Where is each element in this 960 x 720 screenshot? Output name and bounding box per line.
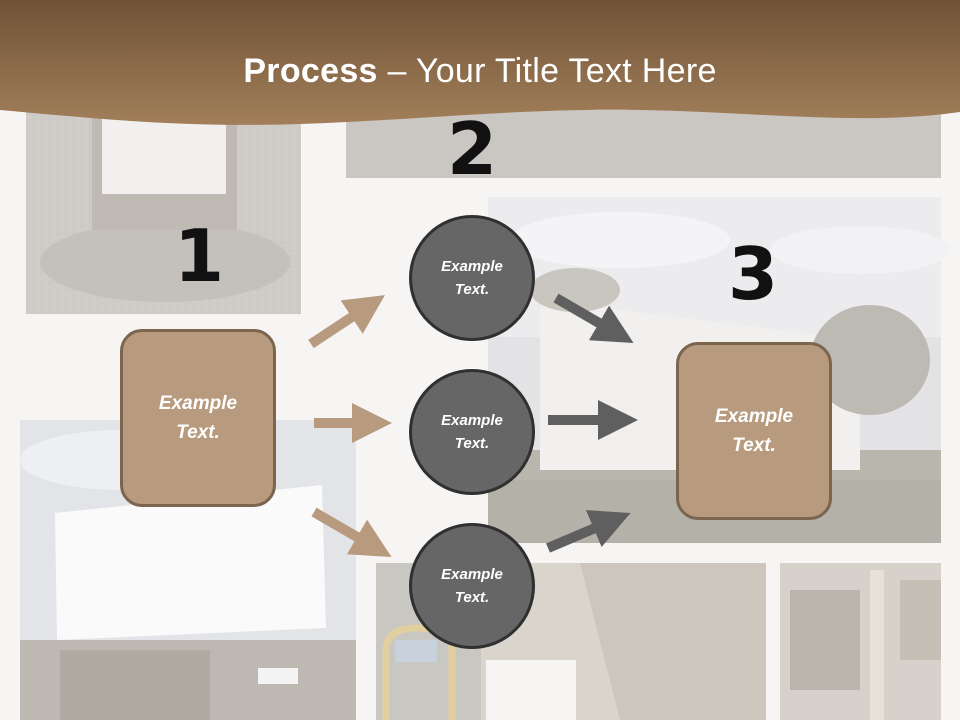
step-box-1: Example Text.: [120, 329, 276, 507]
photo-building: [780, 563, 941, 720]
step-number-2: 2: [446, 107, 498, 191]
photo-kiosk: [26, 110, 301, 314]
middle-node-middle: Example Text.: [409, 369, 535, 495]
arrow-bottom-to-box3: [546, 510, 631, 553]
title-rest: – Your Title Text Here: [377, 52, 717, 90]
middle-node-top: Example Text.: [409, 215, 535, 341]
step-number-1: 1: [173, 214, 225, 298]
step-number-3: 3: [727, 232, 779, 316]
header-banner: [0, 0, 960, 125]
photo-strip-top: [346, 110, 941, 178]
step-box-3: Example Text.: [676, 342, 832, 520]
slide-title: Process – Your Title Text Here: [0, 52, 960, 91]
title-bold: Process: [243, 52, 378, 90]
arrow-top-to-box3: [553, 293, 634, 344]
middle-node-bottom: Example Text.: [409, 523, 535, 649]
arrow-box1-to-top: [308, 295, 386, 349]
arrow-box1-to-bottom: [311, 507, 392, 558]
